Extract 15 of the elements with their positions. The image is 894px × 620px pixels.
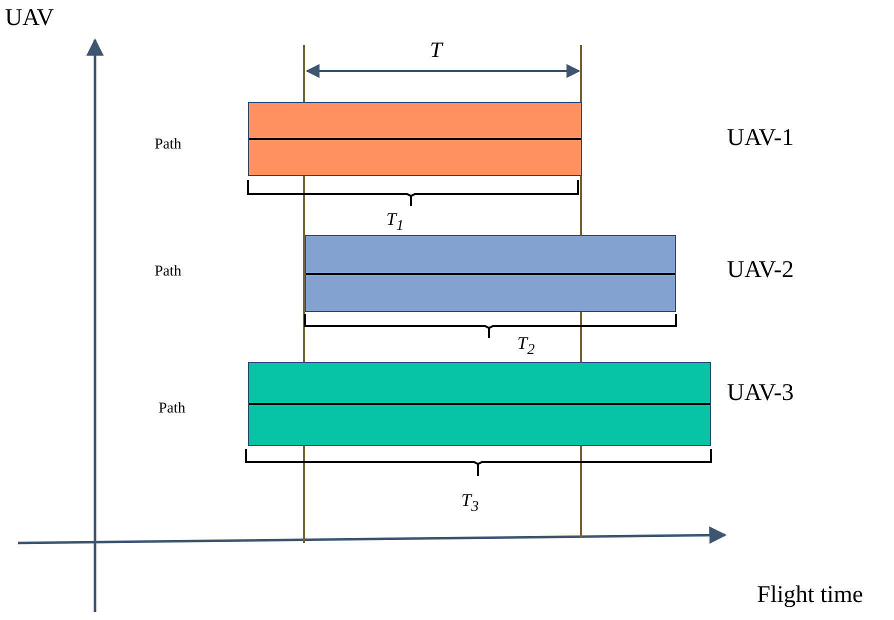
path-bar xyxy=(305,235,676,312)
axis-label: Flight time xyxy=(757,583,864,607)
uav-label: UAV-1 xyxy=(727,126,794,150)
duration-label: T xyxy=(430,39,442,61)
row-label: Path xyxy=(158,402,186,416)
duration-label: T$_{3}$ xyxy=(461,491,479,515)
uav-label: UAV-2 xyxy=(727,258,794,282)
row-label: Path xyxy=(154,264,182,280)
axis-label: UAV xyxy=(5,6,54,30)
duration-label: T$_{1}$ xyxy=(386,210,404,234)
duration-label: T$_{2}$ xyxy=(517,334,535,358)
row-label: Path xyxy=(154,138,182,152)
path-bar xyxy=(248,362,711,446)
uav-label: UAV-3 xyxy=(727,381,794,405)
path-bar xyxy=(248,102,582,176)
